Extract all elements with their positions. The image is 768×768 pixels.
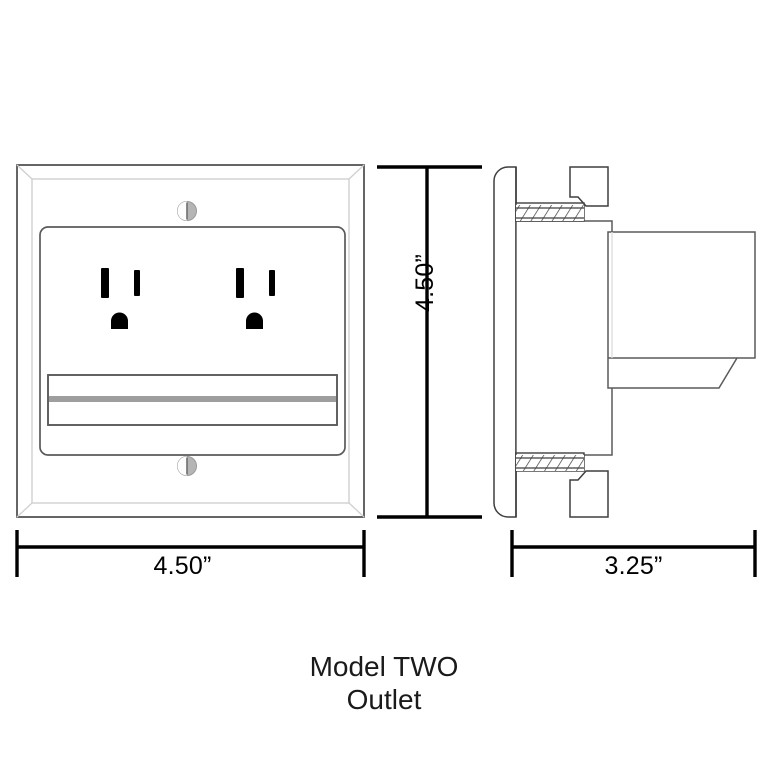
- screw-highlight-top: [177, 201, 187, 221]
- receptacle-right-neutral-slot: [236, 268, 244, 298]
- side-mounting-screw-bottom: [515, 452, 585, 472]
- dimension-height: [377, 165, 482, 519]
- receptacle-left-hot-slot: [134, 270, 140, 296]
- depth-dimension-label: 3.25”: [604, 552, 663, 580]
- faceplate-bevel-mitres: [16, 164, 365, 518]
- receptacle-left: [101, 268, 140, 329]
- cable-pass-through-band: [47, 374, 338, 426]
- height-dimension-label: 4.50”: [411, 254, 439, 312]
- drawing-title-secondary: Outlet: [346, 684, 422, 716]
- dimension-width: [15, 530, 366, 577]
- side-mounting-screw-top: [515, 202, 585, 222]
- receptacle-right: [236, 268, 275, 329]
- dimension-depth: [510, 530, 757, 577]
- cable-band-slot: [49, 396, 336, 402]
- screw-thread-hatch-top: [516, 205, 584, 221]
- side-mounting-ear-top: [569, 166, 609, 207]
- side-faceplate-edge: [493, 166, 517, 518]
- front-view-group: [16, 164, 365, 518]
- screw-highlight-bottom: [177, 456, 187, 476]
- title-block: Model TWO Outlet: [0, 650, 768, 716]
- receptacle-right-hot-slot: [269, 270, 275, 296]
- receptacle-right-ground-slot: [246, 312, 263, 329]
- receptacle-left-ground-slot: [111, 312, 128, 329]
- receptacle-left-neutral-slot: [101, 268, 109, 298]
- side-mounting-ear-bottom: [569, 470, 609, 518]
- faceplate-screw-top: [177, 201, 197, 221]
- screw-thread-hatch-bottom: [516, 455, 584, 471]
- side-view-group: [493, 166, 756, 518]
- faceplate-screw-bottom: [177, 456, 197, 476]
- side-back-box: [607, 231, 756, 389]
- side-device-body: [515, 220, 613, 456]
- width-dimension-label: 4.50”: [153, 552, 212, 580]
- drawing-title-primary: Model TWO: [309, 651, 459, 682]
